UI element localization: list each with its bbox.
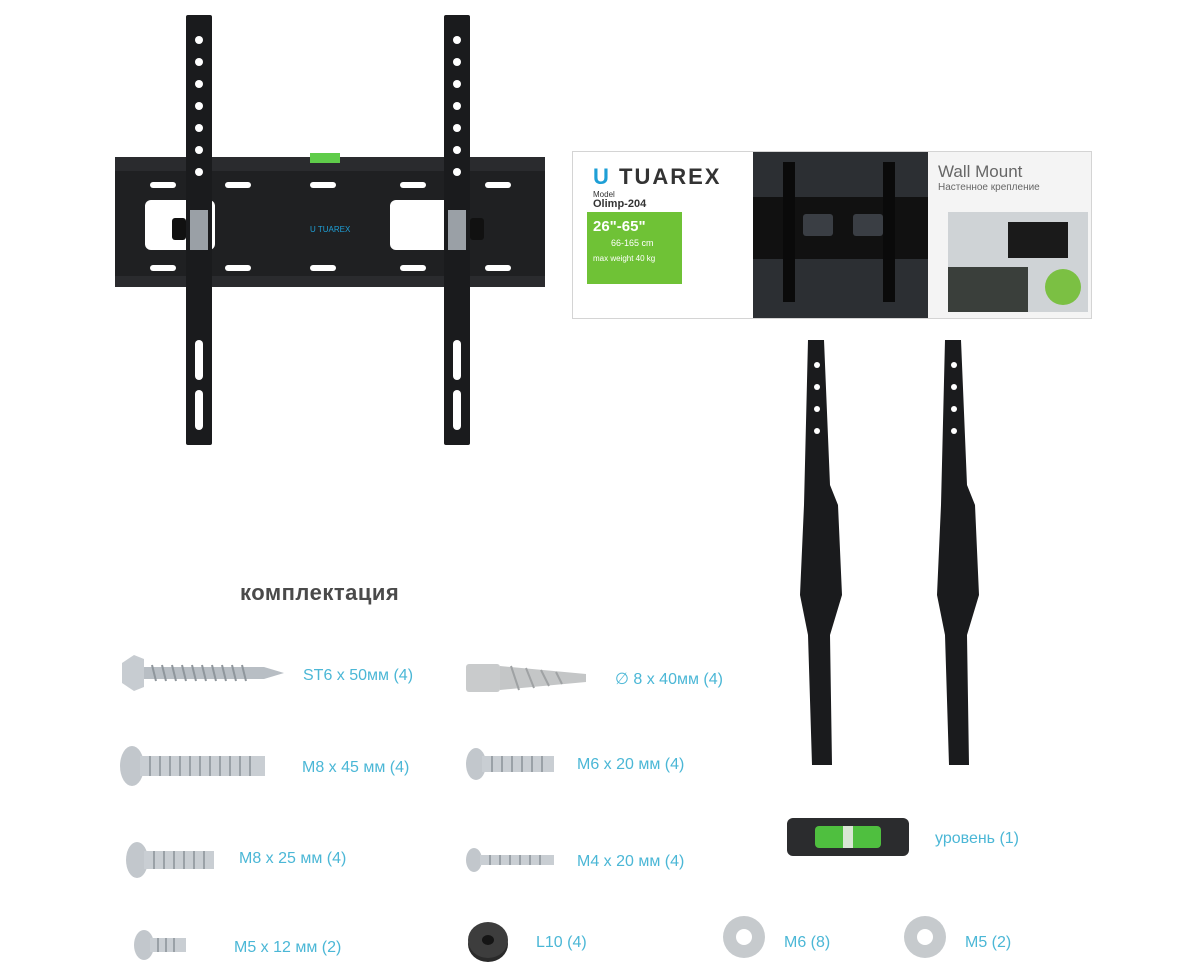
washer-m6-image [723, 916, 765, 958]
wall-mount-image: U TUAREX [115, 15, 545, 445]
item-label-level: уровень (1) [935, 830, 1020, 847]
box-left-panel: U TUAREX Model Olimp-204 26"-65" 66-165 … [573, 152, 753, 318]
item-label-m8x25: M8 x 25 мм (4) [239, 850, 347, 867]
box-mount-photo [743, 152, 933, 318]
item-label-st6: ST6 x 50мм (4) [303, 667, 414, 684]
item-label-m6: M6 (8) [784, 934, 831, 951]
svg-text:U TUAREX: U TUAREX [310, 225, 351, 234]
box-title-ru: Настенное крепление [938, 182, 1040, 193]
screw-st6-image [122, 655, 284, 691]
brand-logo: U TUAREX [593, 164, 722, 189]
item-label-m6x20: M6 x 20 мм (4) [577, 756, 685, 773]
dowel-image [466, 664, 586, 692]
product-box: U TUAREX Model Olimp-204 26"-65" 66-165 … [572, 151, 1092, 319]
box-mount-illustration [743, 162, 933, 302]
side-arms-image [800, 340, 979, 765]
spacer-image [468, 922, 508, 962]
max-weight: max weight 40 kg [593, 254, 656, 263]
size-panel: 26"-65" 66-165 cm max weight 40 kg [587, 212, 682, 284]
item-label-m5: M5 (2) [965, 934, 1012, 951]
item-label-m8x45: M8 x 45 мм (4) [302, 759, 410, 776]
item-label-dowel: ∅ 8 x 40мм (4) [615, 671, 723, 688]
bolt-m8x25-image [126, 842, 214, 878]
washer-m5-image [904, 916, 946, 958]
size-range: 26"-65" [593, 218, 646, 235]
model-value: Olimp-204 [593, 198, 647, 210]
box-title-en: Wall Mount [938, 162, 1023, 181]
bolt-m8x45-image [120, 746, 265, 786]
size-cm: 66-165 cm [611, 238, 654, 248]
living-room-photo [948, 212, 1088, 312]
bolt-m6x20-image [466, 748, 554, 780]
spirit-level-image [787, 818, 909, 856]
item-label-m4x20: M4 x 20 мм (4) [577, 853, 685, 870]
bolt-m4x20-image [466, 848, 554, 872]
contents-heading: комплектация [240, 580, 400, 605]
bolt-m5x12-image [134, 930, 186, 960]
model-label: Model [593, 190, 615, 199]
item-label-m5x12: M5 x 12 мм (2) [234, 939, 342, 956]
box-right-panel: Wall Mount Настенное крепление [928, 152, 1091, 318]
item-label-l10: L10 (4) [536, 934, 587, 951]
